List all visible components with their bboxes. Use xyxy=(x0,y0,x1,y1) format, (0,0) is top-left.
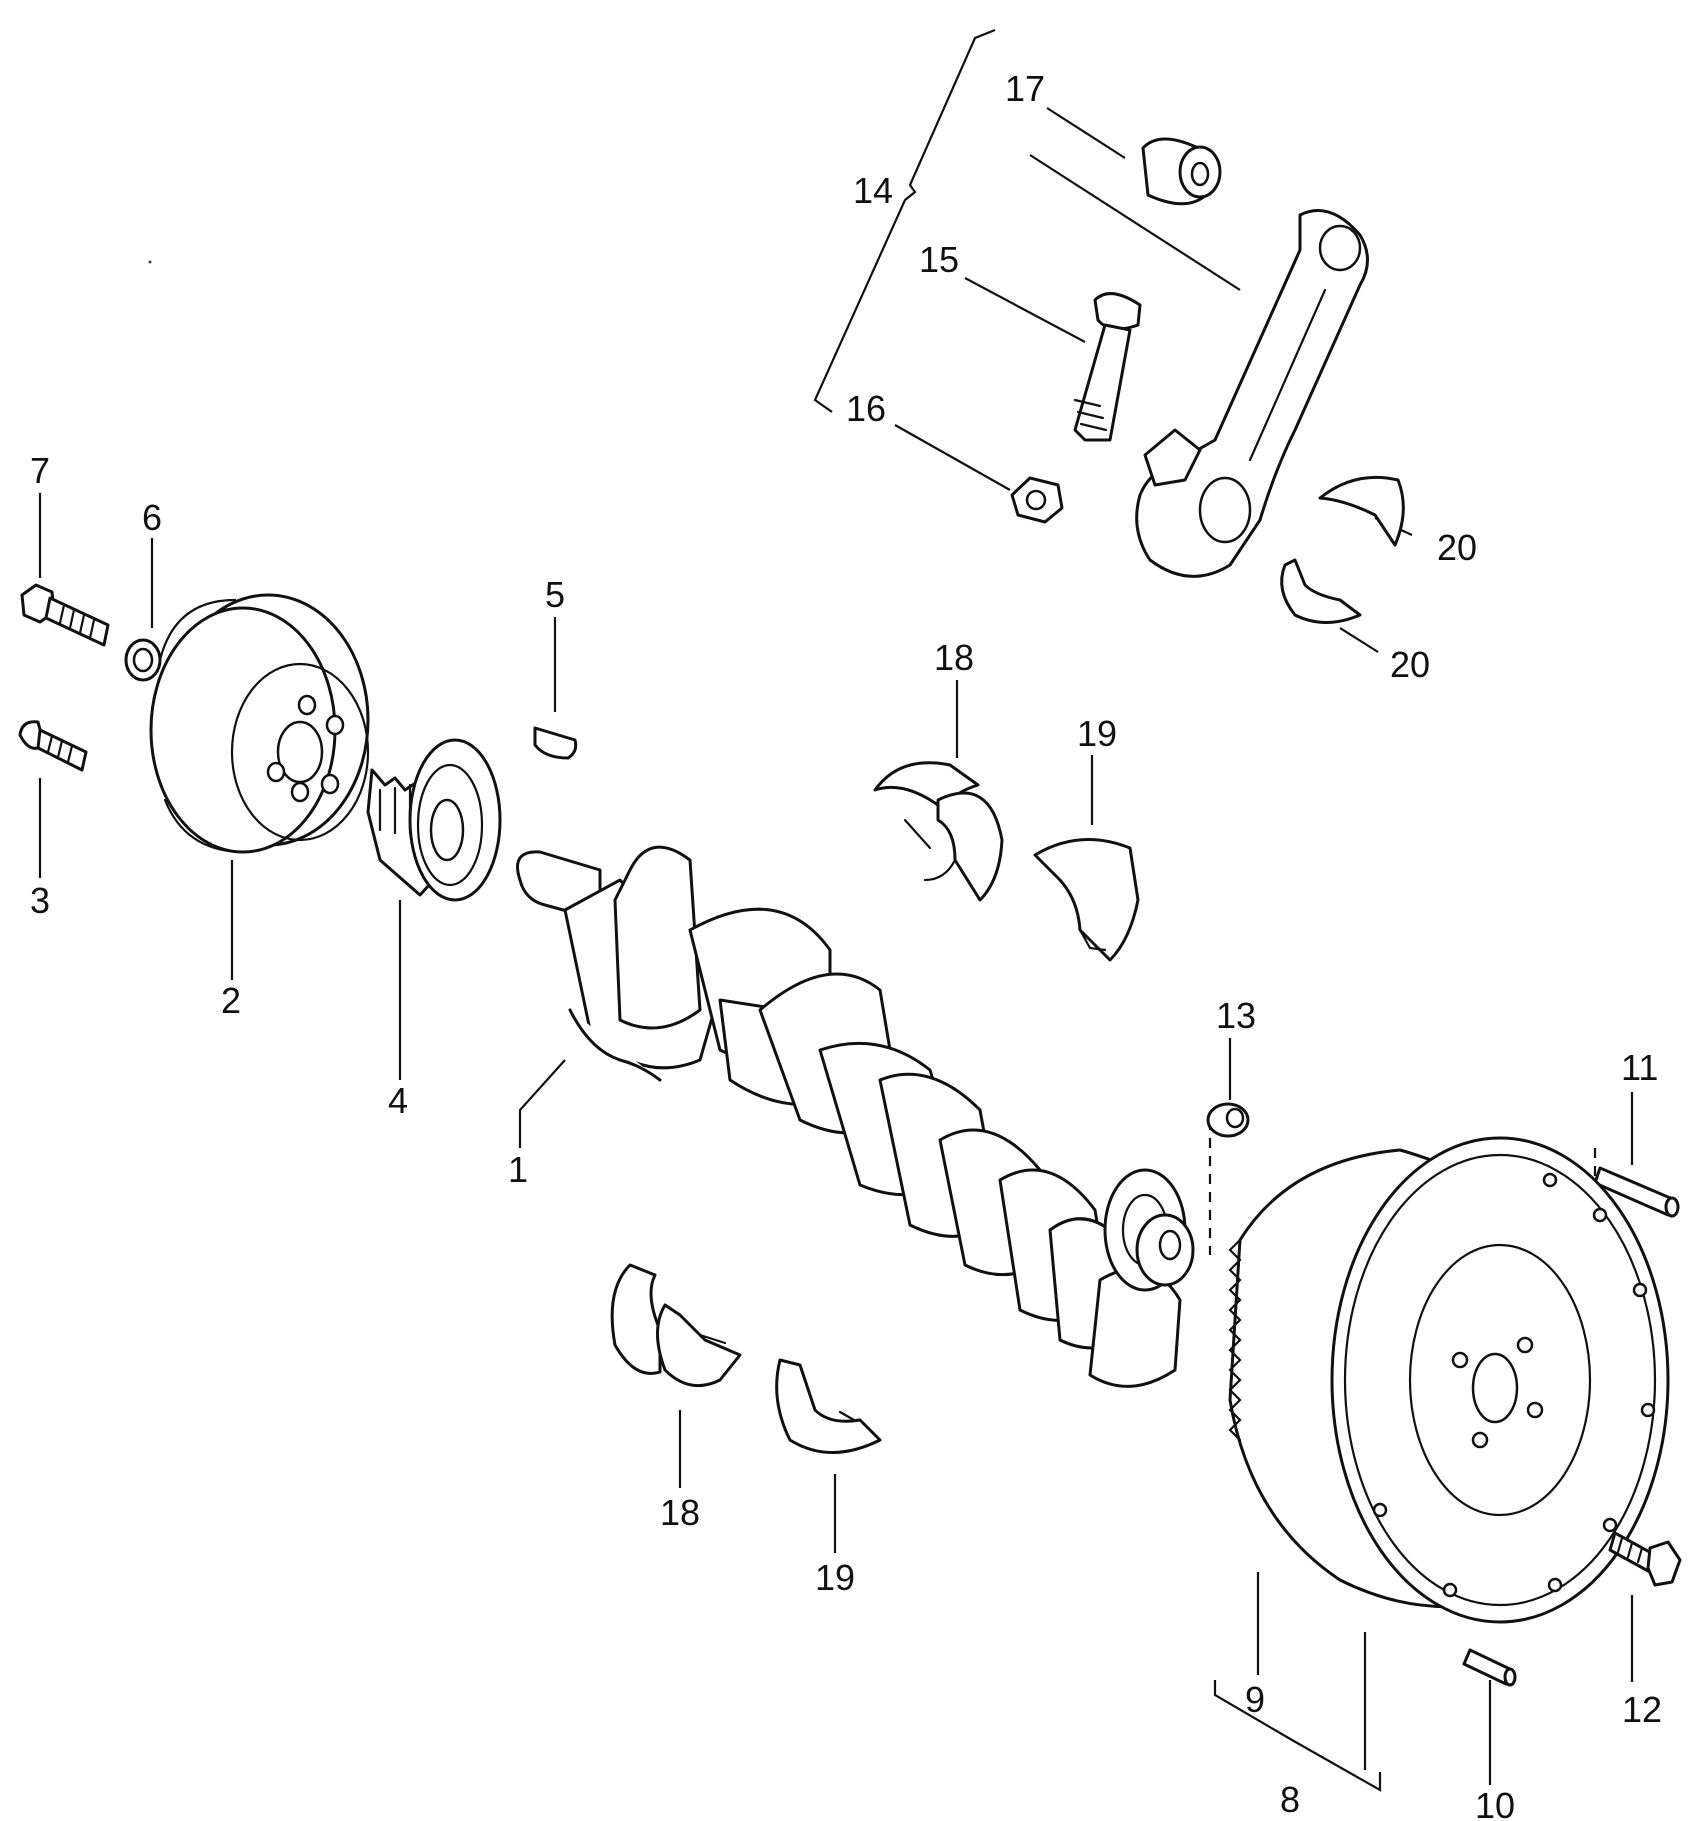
label-17: 17 xyxy=(1005,68,1045,109)
stray-dot xyxy=(148,260,152,264)
conrod-bolt xyxy=(1073,292,1142,442)
conrod-bearing-shell-upper xyxy=(1318,475,1405,547)
main-bearing-shell-18-bottom xyxy=(610,1263,742,1388)
main-bearing-shell-18-top xyxy=(873,761,1004,902)
label-20-lower: 20 xyxy=(1390,644,1430,685)
connecting-rod xyxy=(1135,209,1369,578)
main-bearing-shell-19-bottom xyxy=(775,1358,882,1454)
label-18-top: 18 xyxy=(934,637,974,678)
label-16: 16 xyxy=(846,388,886,429)
label-7: 7 xyxy=(30,450,50,491)
label-14: 14 xyxy=(853,170,893,211)
label-8: 8 xyxy=(1280,1779,1300,1820)
label-19-bottom: 19 xyxy=(815,1557,855,1598)
timing-sprocket xyxy=(366,738,502,902)
label-12: 12 xyxy=(1622,1689,1662,1730)
dowel-pin-11 xyxy=(1593,1166,1680,1218)
pulley xyxy=(149,593,370,854)
label-15: 15 xyxy=(919,239,959,280)
woodruff-key xyxy=(533,726,578,760)
bolt-7 xyxy=(20,583,110,647)
label-3: 3 xyxy=(30,880,50,921)
label-20-upper: 20 xyxy=(1437,527,1477,568)
label-10: 10 xyxy=(1475,1785,1515,1821)
washer-6 xyxy=(124,638,162,682)
dowel-pin-10 xyxy=(1462,1648,1517,1687)
conrod-nut xyxy=(1010,476,1064,524)
label-2: 2 xyxy=(221,980,241,1021)
label-6: 6 xyxy=(142,497,162,538)
label-4: 4 xyxy=(388,1080,408,1121)
small-end-bush xyxy=(1141,137,1222,206)
main-bearing-shell-19-top xyxy=(1033,838,1140,962)
label-1: 1 xyxy=(508,1149,528,1190)
conrod-bearing-shell-lower xyxy=(1280,558,1362,624)
label-18-bottom: 18 xyxy=(660,1492,700,1533)
bolt-3 xyxy=(18,720,88,772)
label-19-top: 19 xyxy=(1077,713,1117,754)
crankshaft xyxy=(516,845,1195,1388)
label-9: 9 xyxy=(1245,1679,1265,1720)
label-5: 5 xyxy=(545,574,565,615)
flywheel xyxy=(1228,1136,1670,1624)
seal xyxy=(1206,1102,1250,1138)
callout-labels: 1 2 3 4 5 6 7 8 9 10 11 12 13 14 15 16 1… xyxy=(30,68,1662,1821)
bolt-12 xyxy=(1608,1531,1682,1587)
label-11: 11 xyxy=(1621,1047,1658,1088)
label-13: 13 xyxy=(1216,995,1256,1036)
